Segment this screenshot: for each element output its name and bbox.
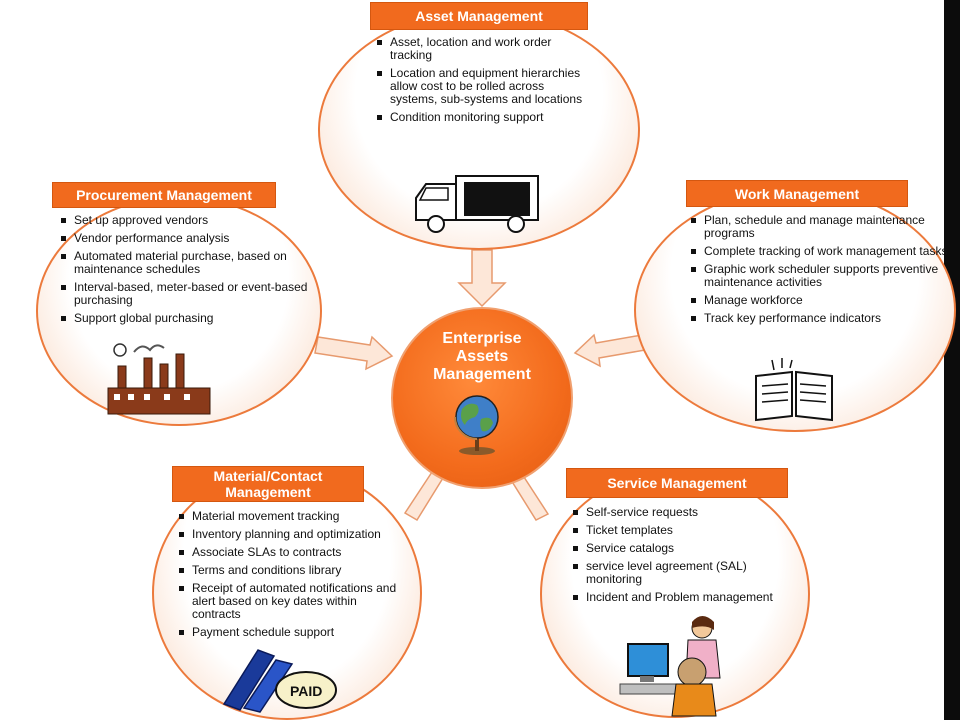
globe-icon xyxy=(454,395,499,455)
list-item: Ticket templates xyxy=(570,524,798,537)
list-item: Incident and Problem management xyxy=(570,591,798,604)
list-item: Asset, location and work order tracking xyxy=(374,36,594,62)
service-title: Service Management xyxy=(566,468,788,498)
stamp-label: PAID xyxy=(290,683,322,699)
procurement-title: Procurement Management xyxy=(52,182,276,208)
asset-title: Asset Management xyxy=(370,2,588,30)
factory-icon xyxy=(107,343,211,415)
list-item: Set up approved vendors xyxy=(58,214,318,227)
center-title: Enterprise Assets Management xyxy=(433,330,531,383)
book-icon xyxy=(755,358,833,422)
procurement-list: Set up approved vendors Vendor performan… xyxy=(58,214,318,330)
people-computer-icon xyxy=(619,616,721,717)
list-item: Service catalogs xyxy=(570,542,798,555)
material-list: Material movement tracking Inventory pla… xyxy=(176,510,406,644)
list-item: Automated material purchase, based on ma… xyxy=(58,250,318,276)
work-list: Plan, schedule and manage maintenance pr… xyxy=(688,214,950,330)
list-item: Payment schedule support xyxy=(176,626,406,639)
list-item: Associate SLAs to contracts xyxy=(176,546,406,559)
list-item: Complete tracking of work management tas… xyxy=(688,245,950,258)
service-bubble xyxy=(540,470,810,718)
material-title: Material/Contact Management xyxy=(172,466,364,502)
arrow-asset xyxy=(457,249,507,308)
asset-list: Asset, location and work order tracking … xyxy=(374,36,594,129)
service-list: Self-service requests Ticket templates S… xyxy=(570,506,798,609)
list-item: service level agreement (SAL) monitoring xyxy=(570,560,798,586)
arrow-work xyxy=(573,333,646,368)
list-item: Inventory planning and optimization xyxy=(176,528,406,541)
list-item: Self-service requests xyxy=(570,506,798,519)
list-item: Receipt of automated notifications and a… xyxy=(176,582,406,621)
list-item: Support global purchasing xyxy=(58,312,318,325)
list-item: Graphic work scheduler supports preventi… xyxy=(688,263,950,289)
list-item: Condition monitoring support xyxy=(374,111,594,124)
list-item: Plan, schedule and manage maintenance pr… xyxy=(688,214,950,240)
list-item: Track key performance indicators xyxy=(688,312,950,325)
truck-icon xyxy=(415,175,539,233)
paid-stamp-icon: PAID xyxy=(222,649,337,713)
list-item: Location and equipment hierarchies allow… xyxy=(374,67,594,106)
list-item: Vendor performance analysis xyxy=(58,232,318,245)
work-title: Work Management xyxy=(686,180,908,207)
list-item: Manage workforce xyxy=(688,294,950,307)
arrow-procurement xyxy=(314,335,394,371)
list-item: Material movement tracking xyxy=(176,510,406,523)
list-item: Interval-based, meter-based or event-bas… xyxy=(58,281,318,307)
list-item: Terms and conditions library xyxy=(176,564,406,577)
right-edge-bar xyxy=(944,0,960,720)
